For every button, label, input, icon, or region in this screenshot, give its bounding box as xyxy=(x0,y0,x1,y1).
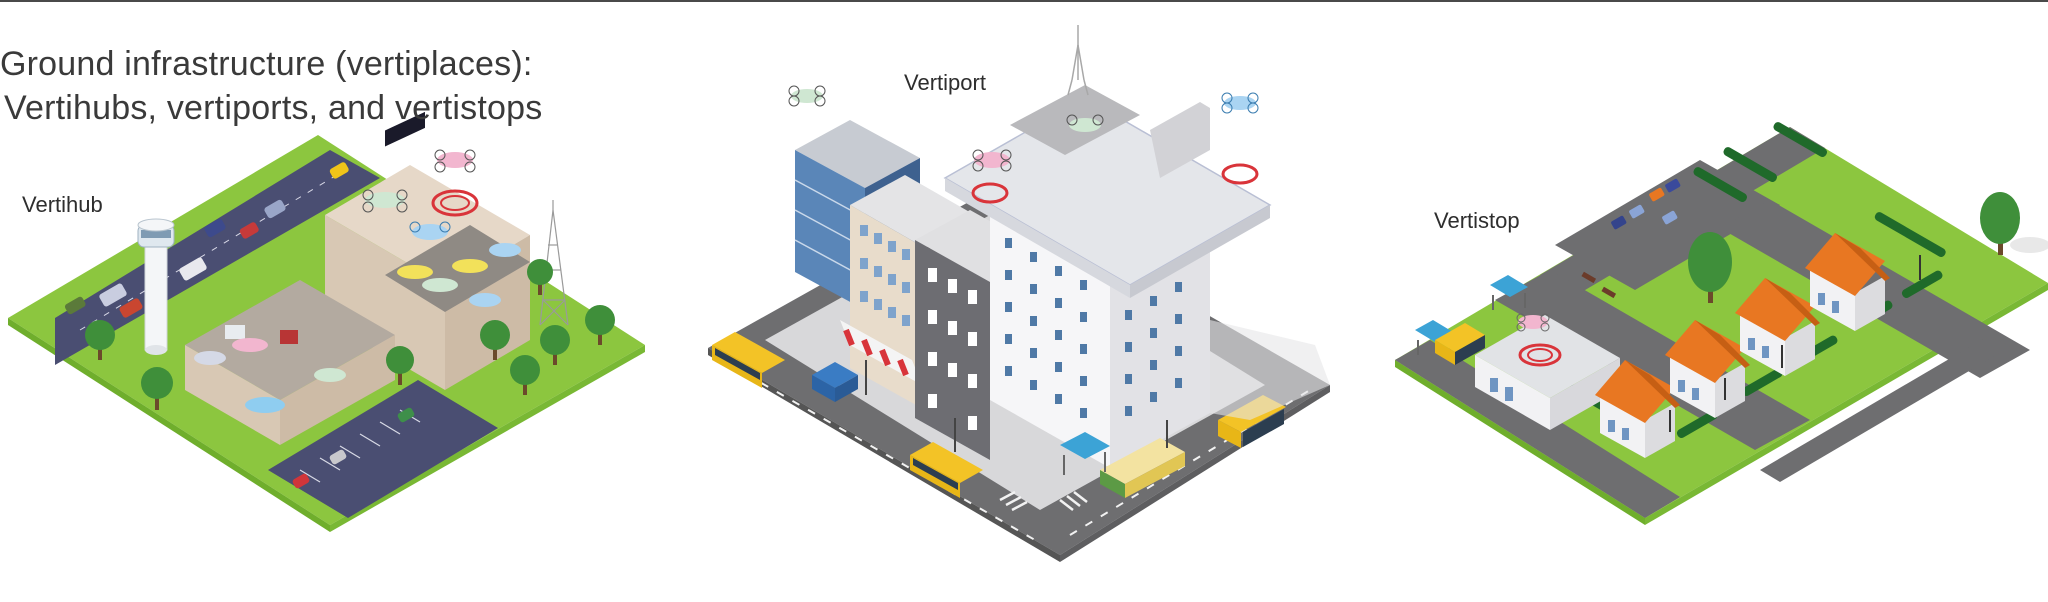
truck-icon xyxy=(119,298,143,318)
car-icon xyxy=(1629,204,1645,219)
evtol-aircraft-icon xyxy=(452,259,488,273)
tree-icon xyxy=(527,259,553,295)
bench-icon xyxy=(1601,286,1617,299)
vertiport-illustration xyxy=(690,0,1350,602)
house-icon xyxy=(1805,233,1890,331)
window xyxy=(225,325,245,339)
evtol-aircraft-icon xyxy=(1221,92,1259,114)
house-icon xyxy=(1665,320,1750,418)
house-icon xyxy=(1735,278,1820,376)
evtol-aircraft-icon xyxy=(409,221,451,240)
tree-icon xyxy=(480,320,510,360)
car-icon xyxy=(1662,210,1678,225)
car-icon xyxy=(397,407,415,423)
parking-lot xyxy=(268,380,498,518)
landing-pad-icon xyxy=(1221,163,1259,185)
house-icon xyxy=(1595,360,1680,458)
landing-pad-icon xyxy=(971,182,1009,204)
vertistop-label: Vertistop xyxy=(1434,208,1520,233)
car-icon xyxy=(292,473,310,489)
bus-shelter-icon xyxy=(1060,432,1110,475)
evtol-aircraft-icon xyxy=(972,149,1012,172)
vertistop-road xyxy=(1395,340,1680,518)
vertiport-label: Vertiport xyxy=(904,70,986,95)
title-line-2: Vertihubs, vertiports, and vertistops xyxy=(4,89,543,127)
evtol-aircraft-icon xyxy=(489,243,521,257)
truck-icon xyxy=(99,283,127,307)
tree-icon xyxy=(85,320,115,360)
car-icon xyxy=(239,222,259,239)
tram-icon xyxy=(1100,438,1185,498)
car-icon xyxy=(1665,178,1681,193)
figure-title: Ground infrastructure (vertiplaces): Ver… xyxy=(0,42,542,130)
bus-icon xyxy=(179,257,207,281)
control-tower xyxy=(144,239,168,351)
evtol-aircraft-icon xyxy=(397,265,433,279)
tree-icon xyxy=(1980,192,2020,255)
evtol-aircraft-icon xyxy=(245,397,285,413)
evtol-aircraft-icon xyxy=(469,293,501,307)
tree-icon xyxy=(141,367,173,410)
landing-pad-icon xyxy=(431,189,479,217)
bench-icon xyxy=(1581,271,1597,284)
antenna-spire xyxy=(1067,25,1089,96)
car-icon xyxy=(329,162,349,179)
bus-icon xyxy=(712,332,785,388)
landing-pad-icon xyxy=(1518,343,1562,367)
shop-awning xyxy=(840,320,922,385)
evtol-aircraft-icon xyxy=(314,368,346,382)
vertihub-label: Vertihub xyxy=(22,192,103,217)
tree-icon xyxy=(540,325,570,365)
vertistop-illustration xyxy=(1390,0,2048,602)
display-screen xyxy=(385,111,425,147)
high-rise-building xyxy=(990,215,1110,468)
car-icon xyxy=(1649,187,1665,202)
evtol-aircraft-icon xyxy=(1516,313,1550,332)
car-icon xyxy=(204,218,226,238)
top-border-rule xyxy=(0,0,2048,2)
delivery-van-icon xyxy=(812,362,858,402)
tree-icon xyxy=(585,305,615,345)
car-icon xyxy=(1611,215,1627,230)
parking-lot xyxy=(1555,160,1780,290)
evtol-aircraft-icon xyxy=(1066,114,1104,132)
bus-icon xyxy=(910,442,983,498)
vertistop-building-roof xyxy=(1475,315,1620,398)
bus-icon xyxy=(1435,323,1485,365)
street-lamp-icon xyxy=(865,360,1168,452)
tree-icon xyxy=(386,346,414,385)
tree-icon xyxy=(510,355,540,395)
bus-shelter-icon xyxy=(1490,275,1528,310)
title-line-1: Ground infrastructure (vertiplaces): xyxy=(0,45,533,83)
street-lamp-icon xyxy=(1669,255,1921,432)
car-icon xyxy=(264,199,286,219)
car-icon xyxy=(329,449,347,465)
evtol-aircraft-icon xyxy=(422,278,458,292)
evtol-aircraft-icon xyxy=(362,189,408,213)
vertihub-illustration xyxy=(0,0,660,602)
evtol-aircraft-icon xyxy=(232,338,268,352)
evtol-aircraft-icon xyxy=(788,85,826,107)
tree-icon xyxy=(1688,232,1732,303)
evtol-aircraft-icon xyxy=(194,351,226,365)
evtol-aircraft-icon xyxy=(434,149,476,173)
car-icon xyxy=(64,296,86,315)
